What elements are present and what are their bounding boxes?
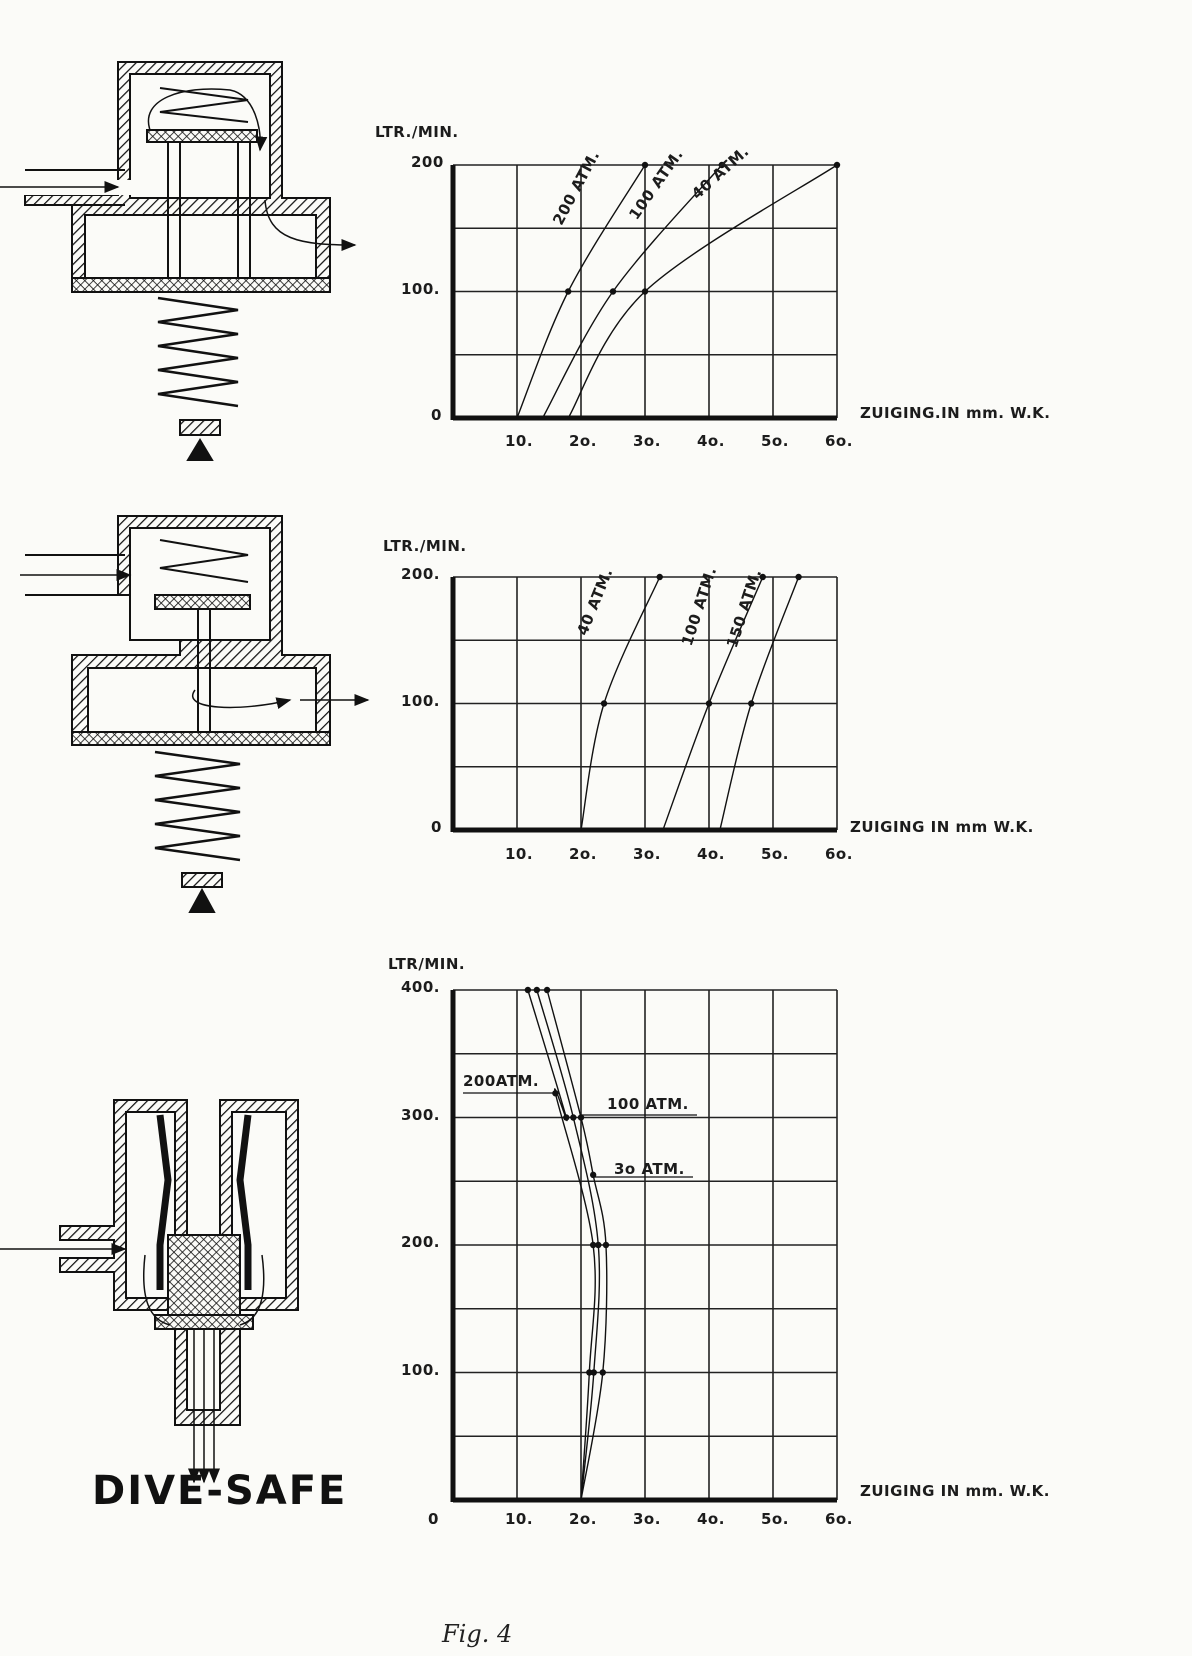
x-axis-label: ZUIGING IN mm. W.K.	[860, 1482, 1050, 1500]
y-tick-label: 200.	[401, 565, 441, 583]
data-point	[641, 288, 649, 295]
data-point	[705, 700, 713, 707]
valve-diagram-1	[0, 61, 357, 461]
data-point	[600, 700, 608, 707]
y-tick-label: 200	[411, 153, 444, 171]
data-point	[563, 1114, 570, 1121]
x-tick-label: 10.	[505, 845, 534, 863]
data-point	[565, 288, 572, 295]
x-tick-label: 6o.	[825, 845, 853, 863]
data-point	[609, 288, 617, 295]
x-tick-label: 5o.	[761, 432, 789, 450]
x-tick-label: 4o.	[697, 1510, 725, 1528]
y-tick-label: 0	[431, 406, 442, 424]
x-axis-label: ZUIGING.IN mm. W.K.	[860, 404, 1051, 422]
x-axis-label: ZUIGING IN mm W.K.	[850, 818, 1034, 836]
series-line	[527, 989, 596, 1501]
x-tick-label: 4o.	[697, 845, 725, 863]
valve-diagram-2	[20, 515, 370, 913]
y-tick-label: 100.	[401, 279, 441, 298]
y-tick-label: 300.	[401, 1105, 441, 1124]
x-tick-label: 0	[428, 1510, 439, 1528]
series-label: 200ATM.	[463, 1072, 540, 1090]
figure-caption: Fig. 4	[442, 1620, 513, 1648]
y-tick-label: 100.	[401, 691, 441, 710]
data-point	[795, 573, 802, 581]
data-point	[577, 1114, 585, 1121]
x-tick-label: 6o.	[825, 432, 853, 450]
x-tick-label: 5o.	[761, 845, 789, 863]
x-tick-label: 3o.	[633, 1510, 661, 1528]
data-point	[641, 161, 649, 169]
data-point	[586, 1369, 593, 1376]
series-label: 100 ATM.	[607, 1095, 689, 1113]
data-point	[759, 573, 766, 581]
data-point	[589, 1241, 597, 1249]
data-point	[524, 986, 532, 994]
data-point	[599, 1369, 606, 1376]
y-axis-label: LTR/MIN.	[388, 955, 466, 973]
y-axis-label: LTR./MIN.	[383, 537, 467, 555]
x-tick-label: 10.	[505, 1510, 534, 1528]
x-tick-label: 3o.	[633, 845, 661, 863]
data-point	[595, 1241, 602, 1249]
data-point	[602, 1241, 610, 1249]
series-line	[567, 164, 838, 419]
data-point	[718, 161, 725, 169]
x-tick-label: 2o.	[569, 845, 597, 863]
y-axis-label: LTR./MIN.	[375, 123, 459, 141]
series-label: 3o ATM.	[614, 1160, 685, 1178]
y-tick-label: 200.	[401, 1233, 441, 1251]
data-point	[533, 986, 541, 994]
data-point	[656, 573, 663, 581]
data-point	[833, 161, 841, 169]
series-line	[546, 989, 608, 1501]
x-tick-label: 10.	[505, 432, 534, 450]
dive-safe-label: DIVE-SAFE	[92, 1468, 348, 1514]
data-point	[590, 1369, 597, 1376]
x-tick-label: 3o.	[633, 432, 661, 450]
x-tick-label: 5o.	[761, 1510, 789, 1528]
x-tick-label: 2o.	[569, 432, 597, 450]
dive-safe-diagram	[0, 1099, 299, 1484]
y-tick-label: 400.	[401, 978, 441, 996]
x-tick-label: 6o.	[825, 1510, 853, 1528]
y-tick-label: 100.	[401, 1360, 441, 1379]
data-point	[748, 700, 755, 707]
x-tick-label: 2o.	[569, 1510, 597, 1528]
x-tick-label: 4o.	[697, 432, 725, 450]
data-point	[570, 1114, 577, 1121]
valve-diagrams	[0, 61, 370, 1484]
y-tick-label: 0	[431, 818, 442, 836]
data-point	[543, 986, 551, 994]
